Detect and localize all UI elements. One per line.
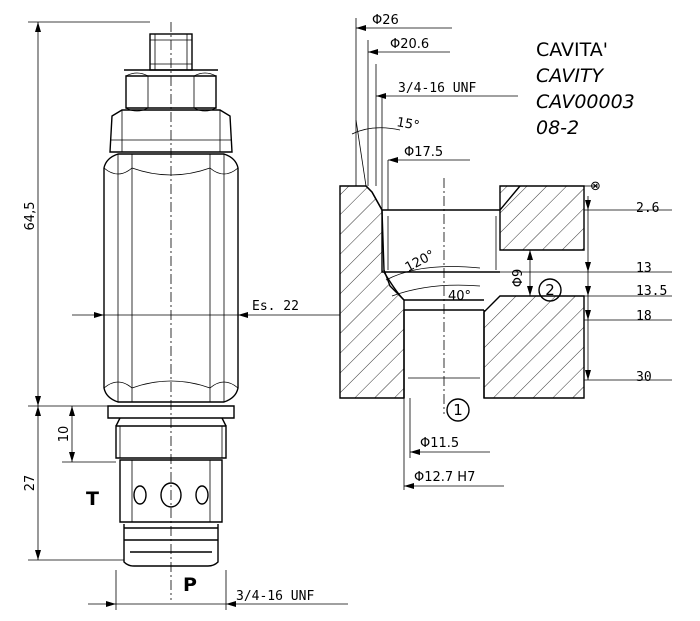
dim-d17-5: Φ17.5 <box>404 145 443 160</box>
title-line-2: CAVITY <box>536 65 605 87</box>
surface-mark: ⊗ <box>590 179 601 194</box>
port-p-label: P <box>183 574 197 596</box>
dim-d9: Φ9 <box>511 269 526 288</box>
angle-40-arc <box>391 284 481 297</box>
port-t-label: T <box>86 488 99 510</box>
cavity-block-hatch <box>339 185 405 399</box>
thread-section <box>107 405 235 459</box>
dim-depth-30: 30 <box>636 370 652 385</box>
cavity-block-hatch <box>483 295 585 399</box>
length-27-label: 27 <box>23 475 38 492</box>
t-port-hole <box>133 485 147 505</box>
dim-depth-13: 13 <box>636 261 652 276</box>
dim-27: 27 <box>23 406 124 561</box>
dim-angle-15: 15° <box>395 115 420 134</box>
hex-body <box>103 153 239 403</box>
overall-length-label: 64,5 <box>23 202 38 231</box>
dim-d26: Φ26 <box>372 13 399 28</box>
port-1-circle <box>446 398 470 422</box>
dim-10: 10 <box>57 406 116 463</box>
valve-thread-label: 3/4-16 UNF <box>236 589 314 604</box>
angle-15-arc <box>351 127 401 135</box>
angle-120-arc <box>385 266 481 281</box>
t-port-hole <box>195 485 209 505</box>
bore-upper <box>381 210 500 273</box>
title-line-3: CAV00003 <box>536 91 635 113</box>
valve-cartridge: 64,5 10 27 Es. 22 T P <box>23 21 348 610</box>
port-2-circle <box>538 278 562 302</box>
dim-d12-7: Φ12.7 H7 <box>414 470 475 485</box>
wrench-size-label: Es. 22 <box>252 299 299 314</box>
port-2-label: 2 <box>545 281 555 299</box>
dim-angle-40: 40° <box>448 289 471 304</box>
t-port-hole <box>160 482 182 508</box>
dim-cavity-thread: 3/4-16 UNF <box>398 81 476 96</box>
dim-depth-13-5: 13.5 <box>636 284 667 299</box>
title-block: CAVITA' CAVITY CAV00003 08-2 <box>536 39 635 139</box>
dim-d20-6: Φ20.6 <box>390 37 429 52</box>
dim-depth-2-6: 2.6 <box>636 201 659 216</box>
dim-bottom-thread: 3/4-16 UNF <box>88 570 348 610</box>
lower-body <box>119 459 223 567</box>
cavity-section: Φ26 Φ20.6 3/4-16 UNF Φ17.5 15° 120° 40° … <box>339 13 672 490</box>
upper-cap <box>109 109 233 153</box>
dim-overall-length: 64,5 <box>23 21 150 407</box>
length-10-label: 10 <box>57 426 72 443</box>
dim-d11-5: Φ11.5 <box>420 436 459 451</box>
bore-step <box>383 271 484 301</box>
title-line-4: 08-2 <box>536 117 579 139</box>
dim-depth-18: 18 <box>636 309 652 324</box>
title-line-1: CAVITA' <box>536 39 608 61</box>
locknut <box>124 69 218 112</box>
port-1-label: 1 <box>453 401 463 419</box>
dim-wrench: Es. 22 <box>72 299 340 318</box>
